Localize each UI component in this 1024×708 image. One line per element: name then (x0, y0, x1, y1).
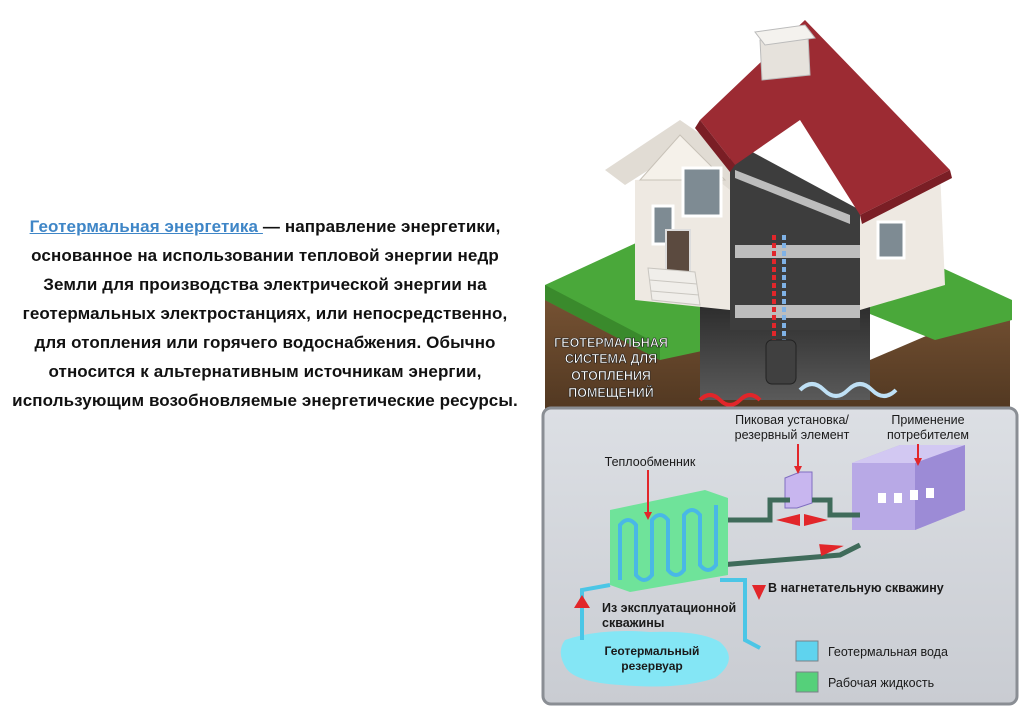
arrow-injection (752, 585, 766, 600)
legend-label-fluid: Рабочая жидкость (828, 676, 934, 690)
pipe-injection (720, 578, 761, 650)
house-cutaway: ГЕОТЕРМАЛЬНАЯ СИСТЕМА ДЛЯ ОТОПЛЕНИЯ ПОМЕ… (545, 20, 1012, 470)
label-consumer-line2: потребителем (887, 428, 969, 442)
house-label-line3: ОТОПЛЕНИЯ (571, 369, 651, 383)
house-label-line1: ГЕОТЕРМАЛЬНАЯ (554, 336, 668, 350)
label-peak-unit-line1: Пиковая установка/ (735, 413, 849, 427)
pipe-production (580, 583, 611, 640)
house-label: ГЕОТЕРМАЛЬНАЯ СИСТЕМА ДЛЯ ОТОПЛЕНИЯ ПОМЕ… (554, 336, 668, 401)
arrow-consumer-return (819, 544, 844, 556)
heat-exchanger-coil (618, 505, 718, 582)
label-consumer-line1: Применение (891, 413, 964, 427)
ground-loop-blue (798, 382, 898, 398)
pipe-return (719, 542, 862, 568)
label-reservoir-line1: Геотермальный (605, 644, 700, 658)
label-peak-unit-line2: резервный элемент (735, 428, 850, 442)
ground-loop-red (698, 393, 762, 407)
label-production-well-line2: скважины (602, 616, 664, 630)
geothermal-reservoir (560, 631, 729, 687)
arrow-peak-in (776, 514, 800, 526)
intro-paragraph: Геотермальная энергетика — направление э… (10, 212, 520, 415)
flow-arrows (574, 514, 844, 608)
arrow-peak-return (804, 514, 828, 526)
house-label-line2: СИСТЕМА ДЛЯ (565, 352, 657, 366)
geothermal-energy-link[interactable]: Геотермальная энергетика (29, 217, 263, 236)
schematic-panel: Теплообменник Пиковая установка/ резервн… (541, 406, 1019, 706)
peak-unit (784, 471, 813, 509)
label-heat-exchanger: Теплообменник (605, 455, 696, 469)
arrow-production (574, 595, 590, 608)
label-reservoir-line2: резервуар (621, 659, 682, 673)
label-injection-well: В нагнетательную скважину (768, 581, 944, 595)
house-label-line4: ПОМЕЩЕНИЙ (568, 385, 654, 400)
label-production-well-line1: Из эксплуатационной (602, 601, 736, 615)
intro-body-text: — направление энергетики, основанное на … (12, 217, 518, 410)
legend: Геотермальная вода Рабочая жидкость (795, 640, 948, 693)
window-right (876, 220, 906, 260)
legend-label-water: Геотермальная вода (828, 645, 948, 659)
pipe-upper (720, 497, 860, 523)
legend-swatch-water (795, 640, 819, 662)
window-left-upper (681, 166, 723, 218)
front-steps (647, 267, 701, 306)
heat-pump-unit (765, 339, 797, 385)
legend-swatch-fluid (795, 671, 819, 693)
